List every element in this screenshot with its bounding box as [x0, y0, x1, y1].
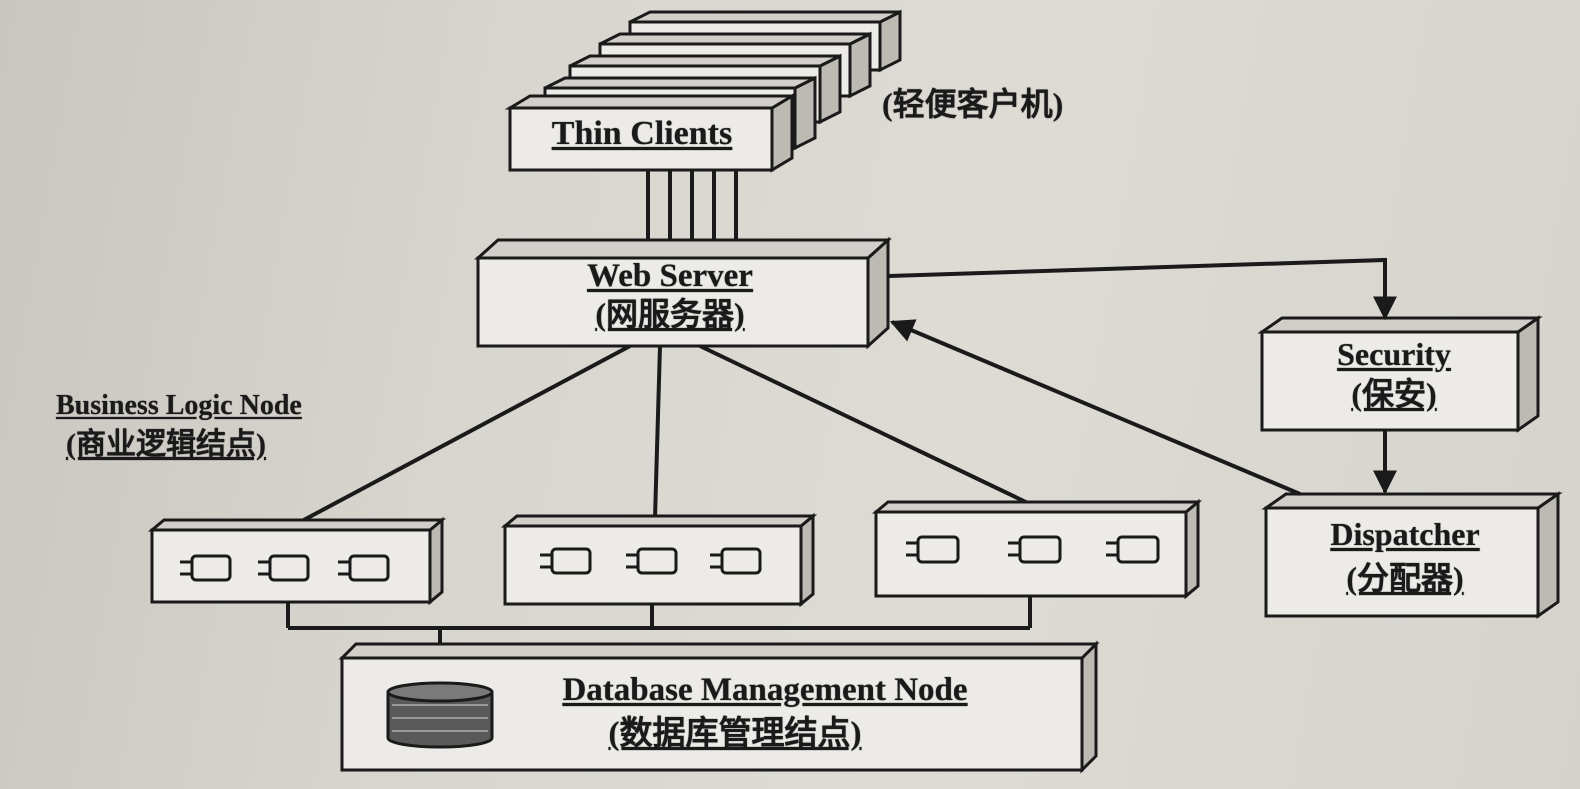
component-icon [258, 554, 310, 582]
component-icon [180, 554, 232, 582]
web-to-security-arrow [887, 257, 1397, 321]
business-logic-subtitle: (商业逻辑结点) [66, 428, 266, 461]
web-server-title: Web Server [587, 258, 753, 294]
business-logic-title: Business Logic Node [56, 390, 302, 421]
dispatcher-to-web-arrow [889, 319, 1301, 496]
thin-clients-stack [504, 9, 902, 173]
thin-clients-note: (轻便客户机) [882, 86, 1064, 122]
thin-clients-title: Thin Clients [551, 115, 733, 152]
component-icon [906, 535, 960, 564]
security-subtitle: (保安) [1351, 376, 1437, 412]
component-icon [1008, 535, 1062, 564]
component-icon [626, 547, 678, 575]
dispatcher-title: Dispatcher [1330, 516, 1480, 552]
logic-links [299, 344, 1031, 524]
component-icon [710, 547, 762, 575]
security-box [1257, 315, 1543, 433]
dispatcher-box [1261, 491, 1563, 619]
dispatcher-subtitle: (分配器) [1346, 560, 1464, 596]
security-title: Security [1337, 336, 1451, 372]
component-icon [338, 554, 390, 582]
web-server-box [474, 236, 892, 350]
web-server-subtitle: (网服务器) [595, 296, 745, 332]
database-icon [386, 681, 494, 749]
client-connectors [646, 170, 738, 250]
component-icon [1106, 535, 1160, 564]
component-icon [540, 547, 592, 575]
component-icons [180, 535, 1160, 582]
client-box-front [504, 93, 798, 173]
database-title: Database Management Node [562, 672, 968, 708]
database-subtitle: (数据库管理结点) [608, 716, 862, 752]
